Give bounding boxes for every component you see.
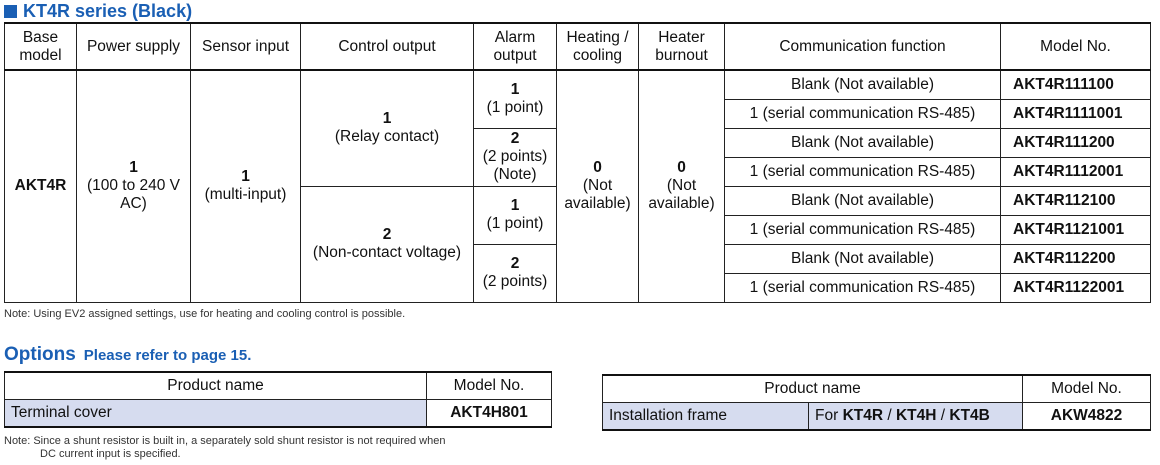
communication-cell: Blank (Not available) — [724, 69, 1001, 100]
alarm-output-note: (Note) — [493, 166, 537, 183]
series-title: KT4R series (Black) — [4, 0, 192, 22]
power-supply-cell: 1 (100 to 240 V AC) — [76, 69, 191, 303]
alarm-output-desc: (2 points) — [482, 273, 548, 290]
heater-burnout-desc: (Not available) — [648, 177, 715, 213]
header-base-model: Base model — [4, 22, 77, 71]
communication-cell: 1 (serial communication RS-485) — [724, 214, 1001, 245]
heating-cooling-code: 0 — [593, 159, 602, 177]
alarm-output-cell: 1 (1 point) — [473, 69, 557, 129]
product-name-cell: Installation frame — [602, 401, 809, 431]
communication-cell: Blank (Not available) — [724, 127, 1001, 158]
power-supply-code: 1 — [129, 159, 138, 177]
model-no-cell: AKT4H801 — [426, 398, 552, 428]
series-title-text: KT4R series (Black) — [23, 0, 193, 21]
communication-cell: 1 (serial communication RS-485) — [724, 156, 1001, 187]
shunt-resistor-note: Note: Since a shunt resistor is built in… — [4, 435, 445, 461]
square-bullet-icon — [4, 4, 17, 18]
heating-cooling-cell: 0 (Not available) — [556, 69, 639, 303]
alarm-output-cell: 1 (1 point) — [473, 185, 557, 245]
power-supply-desc: (100 to 240 V AC) — [86, 177, 181, 213]
options-header-row: Product name Model No. — [4, 371, 552, 400]
table-row: 2 (Non-contact voltage) 1 (1 point) Blan… — [5, 185, 1151, 303]
header-power-supply: Power supply — [76, 22, 191, 71]
options-header-row: Product name Model No. — [602, 374, 1151, 403]
model-no-cell: AKW4822 — [1022, 401, 1151, 431]
compatibility-cell: For KT4R / KT4H / KT4B — [808, 401, 1023, 431]
model-no-cell: AKT4R1121001 — [1000, 214, 1151, 245]
table-row: 2 (2 points) Blank (Not available) AKT4R… — [5, 243, 1151, 303]
options-header-model-no: Model No. — [1022, 374, 1151, 403]
compatible-model: KT4R — [842, 406, 884, 424]
options-table-terminal-cover: Product name Model No. Terminal cover AK… — [4, 371, 552, 428]
header-sensor-input: Sensor input — [190, 22, 301, 71]
communication-cell: Blank (Not available) — [724, 243, 1001, 274]
compatible-model: KT4H — [895, 406, 937, 424]
model-no-cell: AKT4R111200 — [1000, 127, 1151, 158]
model-no-cell: AKT4R1112001 — [1000, 156, 1151, 187]
communication-cell: 1 (serial communication RS-485) — [724, 98, 1001, 129]
control-output-code: 1 — [382, 110, 392, 128]
options-title: Options — [4, 344, 76, 365]
options-subtitle: Please refer to page 15. — [83, 347, 252, 364]
control-output-desc: (Relay contact) — [334, 128, 440, 146]
alarm-output-desc: (2 points) — [482, 148, 548, 165]
alarm-output-code: 1 — [510, 197, 520, 214]
model-no-cell: AKT4R112200 — [1000, 243, 1151, 274]
model-no-cell: AKT4R1122001 — [1000, 272, 1151, 303]
model-separator: / — [936, 406, 950, 424]
header-communication: Communication function — [724, 22, 1001, 71]
product-name-cell: Terminal cover — [4, 398, 427, 428]
header-alarm-output: Alarm output — [473, 22, 557, 71]
communication-cell: Blank (Not available) — [724, 185, 1001, 216]
table-row: AKT4R 1 (100 to 240 V AC) 1 (multi-input… — [4, 69, 1151, 303]
model-table: Base model Power supply Sensor input Con… — [4, 22, 1151, 303]
heater-burnout-code: 0 — [677, 159, 686, 177]
alarm-output-cell: 2 (2 points) — [473, 243, 557, 303]
alarm-output-desc: (1 point) — [486, 99, 544, 117]
control-output-cell: 2 (Non-contact voltage) — [300, 185, 474, 303]
model-no-cell: AKT4R111100 — [1000, 69, 1151, 100]
for-prefix: For — [815, 406, 839, 424]
header-heater-burnout: Heater burnout — [638, 22, 725, 71]
header-row: Base model Power supply Sensor input Con… — [4, 22, 1151, 71]
header-model-no: Model No. — [1000, 22, 1151, 71]
sensor-input-cell: 1 (multi-input) — [190, 69, 301, 303]
model-no-cell: AKT4R112100 — [1000, 185, 1151, 216]
alarm-output-cell: 2 (2 points) (Note) — [473, 127, 557, 187]
alarm-output-code: 1 — [510, 81, 520, 99]
heater-burnout-cell: 0 (Not available) — [638, 69, 725, 303]
options-header-product-name: Product name — [4, 371, 427, 400]
compatible-model: KT4B — [949, 406, 990, 424]
heating-cooling-desc: (Not available) — [564, 177, 631, 213]
sensor-input-code: 1 — [241, 168, 250, 186]
heating-cooling-note: Note: Using EV2 assigned settings, use f… — [4, 308, 406, 320]
model-separator: / — [883, 406, 896, 424]
table-row: 1 (serial communication RS-485) AKT4R111… — [5, 98, 1151, 129]
control-output-cell: 1 (Relay contact) — [300, 69, 474, 187]
header-control-output: Control output — [300, 22, 474, 71]
communication-cell: 1 (serial communication RS-485) — [724, 272, 1001, 303]
alarm-output-code: 2 — [510, 130, 520, 147]
table-row: 1 (serial communication RS-485) AKT4R112… — [5, 214, 1151, 245]
options-table-installation-frame: Product name Model No. Installation fram… — [602, 374, 1151, 431]
header-heating-cooling: Heating / cooling — [556, 22, 639, 71]
alarm-output-code: 2 — [510, 255, 520, 272]
control-output-desc: (Non-contact voltage) — [312, 244, 462, 261]
model-no-cell: AKT4R1111001 — [1000, 98, 1151, 129]
options-header-product-name: Product name — [602, 374, 1023, 403]
options-header-model-no: Model No. — [426, 371, 552, 400]
base-model-cell: AKT4R — [4, 69, 77, 303]
shunt-note-line-2: DC current input is specified. — [40, 448, 181, 460]
sensor-input-desc: (multi-input) — [204, 186, 287, 204]
shunt-note-line-1: Note: Since a shunt resistor is built in… — [4, 435, 446, 447]
options-heading: Options Please refer to page 15. — [4, 344, 251, 368]
alarm-output-desc: (1 point) — [486, 215, 544, 232]
table-row: 1 (serial communication RS-485) AKT4R112… — [5, 272, 1151, 303]
table-row: Terminal cover AKT4H801 — [4, 398, 552, 428]
control-output-code: 2 — [382, 226, 392, 243]
table-row: Installation frame For KT4R / KT4H / KT4… — [602, 401, 1151, 431]
table-row: 2 (2 points) (Note) Blank (Not available… — [5, 127, 1151, 187]
